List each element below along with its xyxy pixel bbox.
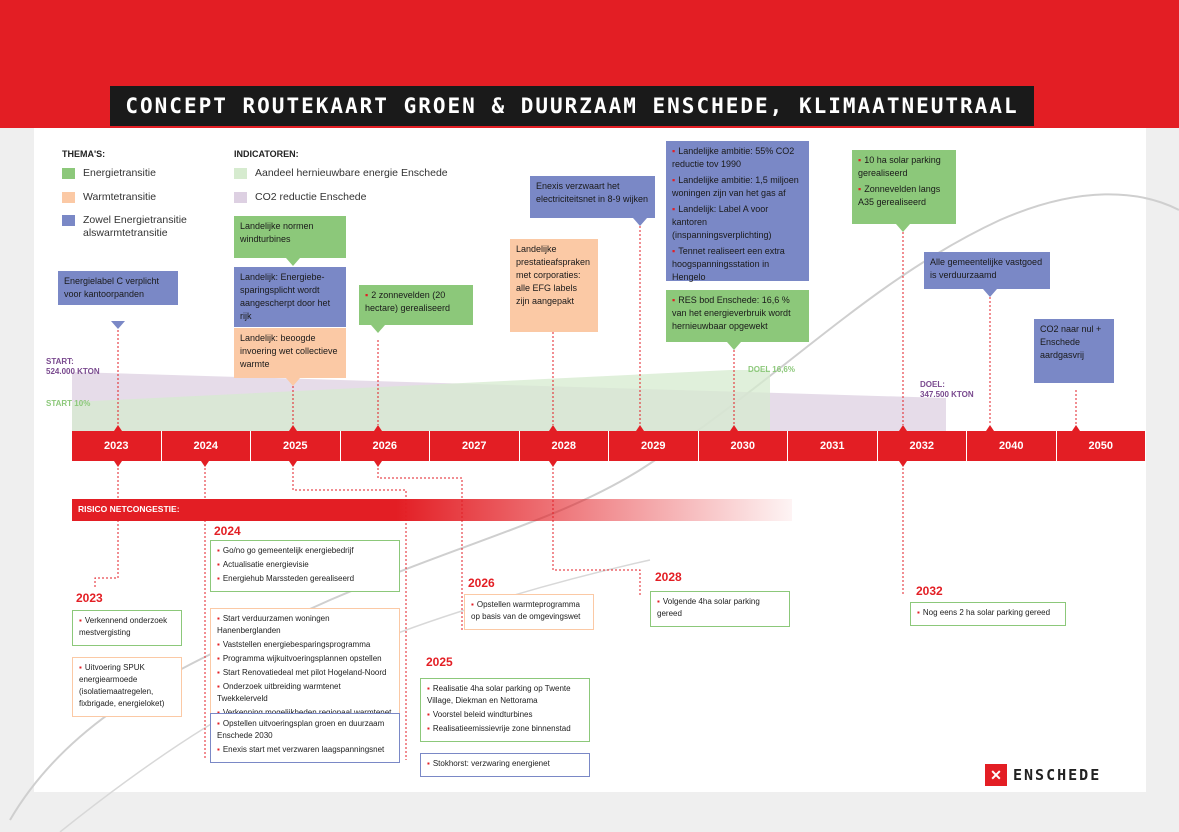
timeline-year: 2030: [699, 431, 788, 461]
logo-text: ENSCHEDE: [1013, 766, 1102, 784]
box-2040-vastgoed: Alle gemeentelijke vastgoed is verduurza…: [924, 252, 1050, 289]
box-2028-prestatieafspraken: Landelijke prestatieafspraken met corpor…: [510, 239, 598, 332]
box-2028-groen: ▪Volgende 4ha solar parking gereed: [650, 591, 790, 627]
timeline-year: 2026: [341, 431, 430, 461]
box-2025-warmtewet: Landelijk: beoogde invoering wet collect…: [234, 328, 346, 378]
legend-swatch-icon: [234, 192, 247, 203]
legend-item-renewable: Aandeel hernieuwbare energie Enschede: [234, 167, 448, 180]
timeline-year: 2040: [967, 431, 1057, 461]
timeline-year: 2032: [878, 431, 967, 461]
legend-item-warmte: Warmtetransitie: [62, 191, 156, 204]
pointer-icon: [286, 378, 300, 386]
start-kton-label: START:524.000 KTON: [46, 357, 100, 376]
timeline-year: 2028: [520, 431, 609, 461]
legend-swatch-icon: [62, 168, 75, 179]
legend-item-energie: Energietransitie: [62, 167, 156, 180]
year-heading-2032: 2032: [916, 584, 943, 598]
box-2025-groen: ▪Realisatie 4ha solar parking op Twente …: [420, 678, 590, 742]
pointer-icon: [896, 224, 910, 232]
timeline-year: 2023: [72, 431, 162, 461]
box-2024-groen: ▪Go/no go gemeentelijk energiebedrijf ▪A…: [210, 540, 400, 592]
indicators-heading: INDICATOREN:: [234, 149, 299, 159]
pointer-icon: [727, 342, 741, 350]
box-2032-groen: ▪Nog eens 2 ha solar parking gereed: [910, 602, 1066, 626]
box-2026-warmte: ▪Opstellen warmteprogramma op basis van …: [464, 594, 594, 630]
box-2023-warmte: ▪Uitvoering SPUK energiearmoede (isolati…: [72, 657, 182, 717]
box-2050-co2: CO2 naar nul + Enschede aardgasvrij: [1034, 319, 1114, 383]
box-2023-groen: ▪Verkennend onderzoek mestvergisting: [72, 610, 182, 646]
doel-pct-label: DOEL 16,6%: [748, 365, 795, 374]
box-2030-res: ▪RES bod Enschede: 16,6 % van het energi…: [666, 290, 809, 342]
renewable-share-band: [72, 370, 770, 431]
year-heading-2024: 2024: [214, 524, 241, 538]
timeline-year: 2025: [251, 431, 341, 461]
pointer-icon: [371, 325, 385, 333]
year-heading-2025: 2025: [426, 655, 453, 669]
risk-netcongestie-bar: RISICO NETCONGESTIE:: [72, 499, 792, 521]
legend-swatch-icon: [62, 192, 75, 203]
year-heading-2023: 2023: [76, 591, 103, 605]
timeline-bar: 2023 2024 2025 2026 2027 2028 2029 2030 …: [72, 431, 1145, 461]
legend-swatch-icon: [62, 215, 75, 226]
box-2024-warmte: ▪Start verduurzamen woningen Hanenbergla…: [210, 608, 400, 726]
legend-item-zowel: Zowel Energietransitie alswarmtetransiti…: [62, 214, 212, 240]
timeline-year: 2024: [162, 431, 251, 461]
page-title: CONCEPT ROUTEKAART GROEN & DUURZAAM ENSC…: [110, 86, 1034, 126]
pointer-icon: [286, 258, 300, 266]
box-2023-energielabel: Energielabel C verplicht voor kantoorpan…: [58, 271, 178, 305]
box-2025-normen: Landelijke normen windturbines: [234, 216, 346, 258]
box-2026-zonnevelden: ▪2 zonnevelden (20 hectare) gerealiseerd: [359, 285, 473, 325]
box-2029-enexis: Enexis verzwaart het electriciteitsnet i…: [530, 176, 655, 218]
box-2030-landelijk: ▪Landelijke ambitie: 55% CO2 reductie to…: [666, 141, 809, 282]
decorative-swoosh: [9, 193, 1179, 821]
box-2032-solar: ▪10 ha solar parking gerealiseerd ▪Zonne…: [852, 150, 956, 224]
legend-swatch-icon: [234, 168, 247, 179]
pointer-icon: [983, 289, 997, 297]
enschede-emblem-icon: ✕: [985, 764, 1007, 786]
themes-heading: THEMA'S:: [62, 149, 106, 159]
pointer-icon: [111, 321, 125, 329]
start-pct-label: START 10%: [46, 399, 91, 408]
timeline-year: 2029: [609, 431, 699, 461]
timeline-year: 2050: [1088, 440, 1113, 452]
box-2025-besparingsplicht: Landelijk: Energiebe-sparingsplicht word…: [234, 267, 346, 327]
legend-item-co2: CO2 reductie Enschede: [234, 191, 366, 204]
box-2025-zowel: ▪Stokhorst: verzwaring energienet: [420, 753, 590, 777]
doel-kton-label: DOEL:347.500 KTON: [920, 380, 974, 399]
year-heading-2026: 2026: [468, 576, 495, 590]
year-heading-2028: 2028: [655, 570, 682, 584]
timeline-year: 2031: [788, 431, 878, 461]
timeline-year: 2027: [430, 431, 520, 461]
enschede-logo: ✕ ENSCHEDE: [985, 764, 1101, 786]
pointer-icon: [633, 218, 647, 226]
box-2024-zowel: ▪Opstellen uitvoeringsplan groen en duur…: [210, 713, 400, 763]
